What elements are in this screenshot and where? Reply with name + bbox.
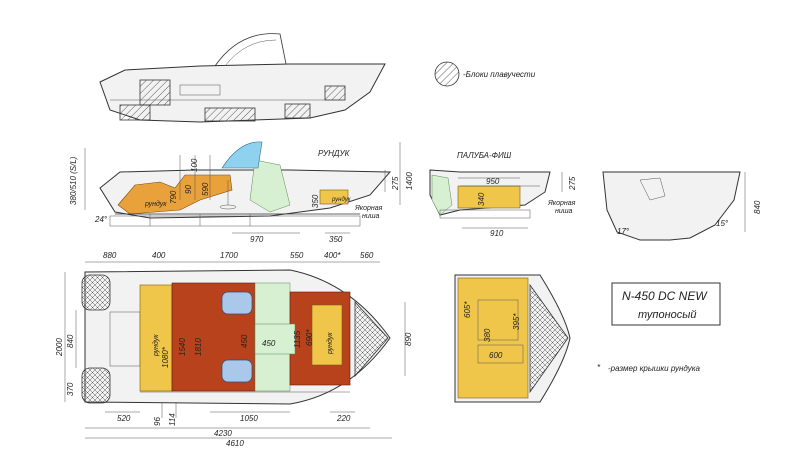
dim-1050: 1050 bbox=[240, 414, 258, 423]
dim-880: 880 bbox=[103, 251, 117, 260]
label-rundu4ok-plan1: рундук bbox=[152, 334, 160, 357]
dim-910: 910 bbox=[490, 229, 504, 238]
label-paluba-fish: ПАЛУБА-ФИШ bbox=[457, 151, 512, 160]
dim-side-height: 380/510 (S/L) bbox=[69, 156, 78, 205]
dim-24deg: 24° bbox=[94, 215, 108, 224]
cross-section-view: 840 17° 15° bbox=[602, 171, 762, 241]
dim-100: 100 bbox=[190, 158, 199, 172]
footnote-text: -размер крышки рундука bbox=[608, 364, 701, 373]
dim-96: 96 bbox=[153, 417, 162, 426]
buoyancy-legend-swatch bbox=[434, 61, 460, 87]
dim-1080: 1080* bbox=[161, 346, 170, 368]
dim-840: 840 bbox=[753, 200, 762, 214]
dim-450a: 450 bbox=[240, 334, 249, 348]
dim-970: 970 bbox=[250, 235, 264, 244]
side-section-view bbox=[99, 33, 386, 123]
dim-520: 520 bbox=[117, 414, 131, 423]
fish-deck-plan: 605* 395* 380 600 bbox=[454, 274, 571, 403]
dim-4230: 4230 bbox=[214, 429, 232, 438]
legend: -Блоки плавучести bbox=[434, 61, 536, 87]
dim-400-star: 400* bbox=[324, 251, 341, 260]
dim-220: 220 bbox=[336, 414, 351, 423]
dim-1135: 1135 bbox=[293, 330, 302, 348]
dim-15deg: 15° bbox=[716, 219, 729, 228]
dim-1540: 1540 bbox=[178, 338, 187, 356]
dim-590: 590 bbox=[201, 182, 210, 196]
title-block: N-450 DC NEW тупоносый bbox=[611, 282, 721, 326]
label-rundu4ok-plan2: рундук bbox=[326, 332, 334, 355]
label-rundu4ok-hatch: рундук bbox=[331, 197, 352, 203]
label-rundu4ok-top: РУНДУК bbox=[318, 149, 351, 158]
dim-275a: 275 bbox=[391, 176, 400, 191]
dim-90: 90 bbox=[184, 185, 193, 194]
dim-600: 600 bbox=[489, 351, 503, 360]
dim-275b: 275 bbox=[568, 176, 577, 191]
title-model: N-450 DC NEW bbox=[622, 289, 708, 303]
dim-370: 370 bbox=[66, 382, 75, 396]
dim-114: 114 bbox=[168, 413, 177, 426]
dim-690: 690* bbox=[305, 329, 314, 346]
footnote: * -размер крышки рундука bbox=[597, 363, 701, 373]
title-subtitle: тупоносый bbox=[638, 309, 696, 321]
dim-4610: 4610 bbox=[226, 439, 244, 448]
dim-17deg: 17° bbox=[617, 227, 630, 236]
dim-450b: 450 bbox=[262, 339, 276, 348]
dim-350h: 350 bbox=[329, 235, 343, 244]
dim-550: 550 bbox=[290, 251, 304, 260]
dim-1810: 1810 bbox=[194, 338, 203, 356]
dim-380: 380 bbox=[483, 328, 492, 342]
dim-340: 340 bbox=[477, 192, 486, 206]
dim-950: 950 bbox=[486, 177, 500, 186]
label-rundu4ok-side: рундук bbox=[144, 200, 167, 208]
dim-1400: 1400 bbox=[405, 172, 414, 190]
dim-840-plan: 840 bbox=[66, 334, 75, 348]
dim-890: 890 bbox=[404, 332, 413, 346]
legend-text: -Блоки плавучести bbox=[463, 70, 536, 79]
plan-view: рундук рундук 880 400 1700 550 400* 560 … bbox=[55, 251, 413, 448]
dim-350v: 350 bbox=[311, 194, 320, 208]
dim-1700: 1700 bbox=[220, 251, 238, 260]
dim-790: 790 bbox=[169, 190, 178, 204]
dim-605: 605* bbox=[463, 301, 472, 318]
dim-400: 400 bbox=[152, 251, 166, 260]
dim-560: 560 bbox=[360, 251, 374, 260]
dim-2000: 2000 bbox=[55, 338, 64, 357]
dim-395: 395* bbox=[512, 313, 521, 330]
footnote-star: * bbox=[597, 363, 601, 372]
